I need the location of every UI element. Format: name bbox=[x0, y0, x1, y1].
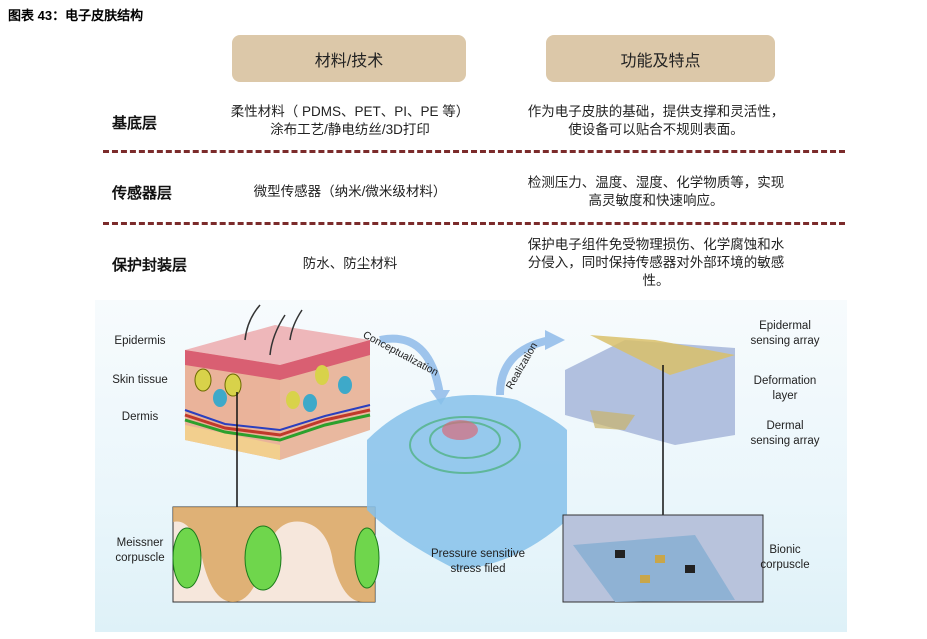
realization-arrow bbox=[496, 336, 551, 396]
text-line: 防水、防尘材料 bbox=[302, 256, 398, 271]
divider bbox=[103, 150, 845, 153]
text-line: layer bbox=[772, 390, 798, 402]
row-sensor-features: 检测压力、温度、湿度、化学物质等，实现 高灵敏度和快速响应。 bbox=[498, 174, 814, 210]
e-skin-figure: Epidermis Skin tissue Dermis Meissner co… bbox=[95, 300, 847, 632]
text-line: Bionic bbox=[769, 544, 801, 556]
text-line: 检测压力、温度、湿度、化学物质等，实现 bbox=[527, 175, 785, 190]
label-deformation-layer: Deformation layer bbox=[740, 374, 830, 404]
conceptualization-arrow bbox=[379, 334, 444, 396]
text-line: 性。 bbox=[642, 273, 670, 288]
label-dermal-array: Dermal sensing array bbox=[740, 419, 830, 449]
row-label-sensor: 传感器层 bbox=[112, 185, 173, 202]
text-line: Pressure sensitive bbox=[431, 548, 525, 560]
text-line: Deformation bbox=[753, 375, 817, 387]
label-bionic-corpuscle: Bionic corpuscle bbox=[740, 543, 830, 573]
text-line: corpuscle bbox=[760, 559, 810, 571]
text-line: 使设备可以贴合不规则表面。 bbox=[568, 122, 744, 137]
label-pressure-field: Pressure sensitive stress filed bbox=[413, 547, 543, 577]
text-line: Dermal bbox=[766, 420, 804, 432]
row-sensor-materials: 微型传感器（纳米/微米级材料） bbox=[200, 183, 500, 201]
divider bbox=[103, 222, 845, 225]
header-features: 功能及特点 bbox=[546, 35, 775, 82]
text-line: 保护电子组件免受物理损伤、化学腐蚀和水 bbox=[527, 237, 785, 252]
label-dermis: Dermis bbox=[121, 411, 159, 423]
row-substrate-features: 作为电子皮肤的基础，提供支撑和灵活性， 使设备可以贴合不规则表面。 bbox=[498, 103, 814, 139]
sensing-device-image bbox=[565, 335, 735, 445]
skin-cube-image bbox=[184, 304, 371, 460]
figure-title: 图表 43：电子皮肤结构 bbox=[8, 8, 144, 23]
row-encapsulation-materials: 防水、防尘材料 bbox=[200, 255, 500, 273]
header-materials: 材料/技术 bbox=[232, 35, 466, 82]
row-substrate-materials: 柔性材料（ PDMS、PET、PI、PE 等） 涂布工艺/静电纺丝/3D打印 bbox=[200, 103, 500, 139]
text-line: Meissner bbox=[116, 537, 164, 549]
figure-illustration bbox=[172, 304, 764, 603]
text-line: Epidermal bbox=[759, 320, 811, 332]
text-line: stress filed bbox=[450, 563, 506, 575]
text-line: sensing array bbox=[750, 335, 820, 347]
label-meissner-corpuscle: Meissner corpuscle bbox=[100, 536, 180, 566]
text-line: corpuscle bbox=[115, 552, 165, 564]
text-line: 分侵入，同时保持传感器对外部环境的敏感 bbox=[527, 255, 785, 270]
meissner-inset-image bbox=[172, 506, 380, 603]
label-epidermal-array: Epidermal sensing array bbox=[740, 319, 830, 349]
pressure-field-image bbox=[367, 395, 567, 570]
text-line: 柔性材料（ PDMS、PET、PI、PE 等） bbox=[230, 104, 470, 119]
bionic-inset-image bbox=[562, 514, 764, 603]
row-label-encapsulation: 保护封装层 bbox=[112, 257, 188, 274]
row-label-substrate: 基底层 bbox=[112, 115, 158, 132]
text-line: 微型传感器（纳米/微米级材料） bbox=[253, 184, 447, 199]
label-epidermis: Epidermis bbox=[114, 335, 166, 347]
text-line: sensing array bbox=[750, 435, 820, 447]
text-line: 高灵敏度和快速响应。 bbox=[588, 193, 724, 208]
label-skin-tissue: Skin tissue bbox=[112, 374, 168, 386]
text-line: 作为电子皮肤的基础，提供支撑和灵活性， bbox=[527, 104, 785, 119]
row-encapsulation-features: 保护电子组件免受物理损伤、化学腐蚀和水 分侵入，同时保持传感器对外部环境的敏感 … bbox=[498, 236, 814, 290]
text-line: 涂布工艺/静电纺丝/3D打印 bbox=[270, 122, 430, 137]
